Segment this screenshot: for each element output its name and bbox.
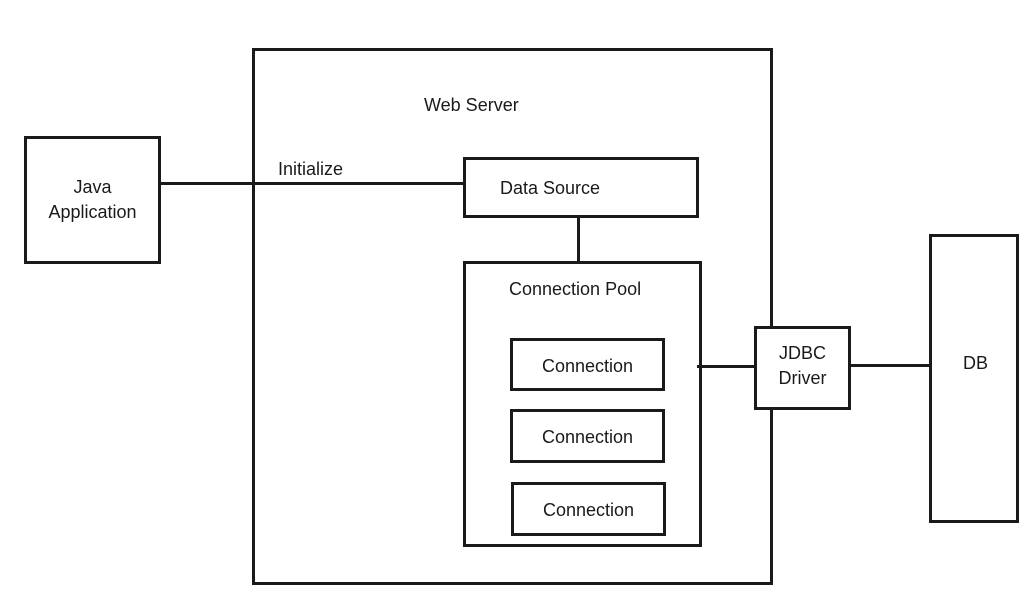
data-source-box xyxy=(463,157,699,218)
java-application-line1: Java xyxy=(73,177,112,197)
pool-to-driver-connector xyxy=(697,365,755,368)
jdbc-driver-box: JDBC Driver xyxy=(754,326,851,410)
connection-box: Connection xyxy=(510,338,665,391)
connection-label: Connection xyxy=(541,356,634,376)
connection-label: Connection xyxy=(541,427,634,447)
web-server-label: Web Server xyxy=(424,95,519,115)
java-application-line2: Application xyxy=(48,202,137,222)
java-application-box: Java Application xyxy=(24,136,161,264)
data-source-label: Data Source xyxy=(500,178,601,198)
db-label: DB xyxy=(963,353,989,373)
connection-pool-box xyxy=(463,261,702,547)
connection-pool-label: Connection Pool xyxy=(509,279,642,299)
driver-to-db-connector xyxy=(850,364,931,367)
datasource-to-pool-connector xyxy=(577,217,580,262)
connection-label: Connection xyxy=(542,500,635,520)
jdbc-driver-line2: Driver xyxy=(778,368,827,388)
connection-box: Connection xyxy=(511,482,666,536)
connection-box: Connection xyxy=(510,409,665,463)
db-box xyxy=(929,234,1019,523)
web-server-box xyxy=(252,48,773,585)
java-to-datasource-connector xyxy=(160,182,465,185)
initialize-label: Initialize xyxy=(278,159,344,179)
jdbc-driver-line1: JDBC xyxy=(778,343,826,363)
